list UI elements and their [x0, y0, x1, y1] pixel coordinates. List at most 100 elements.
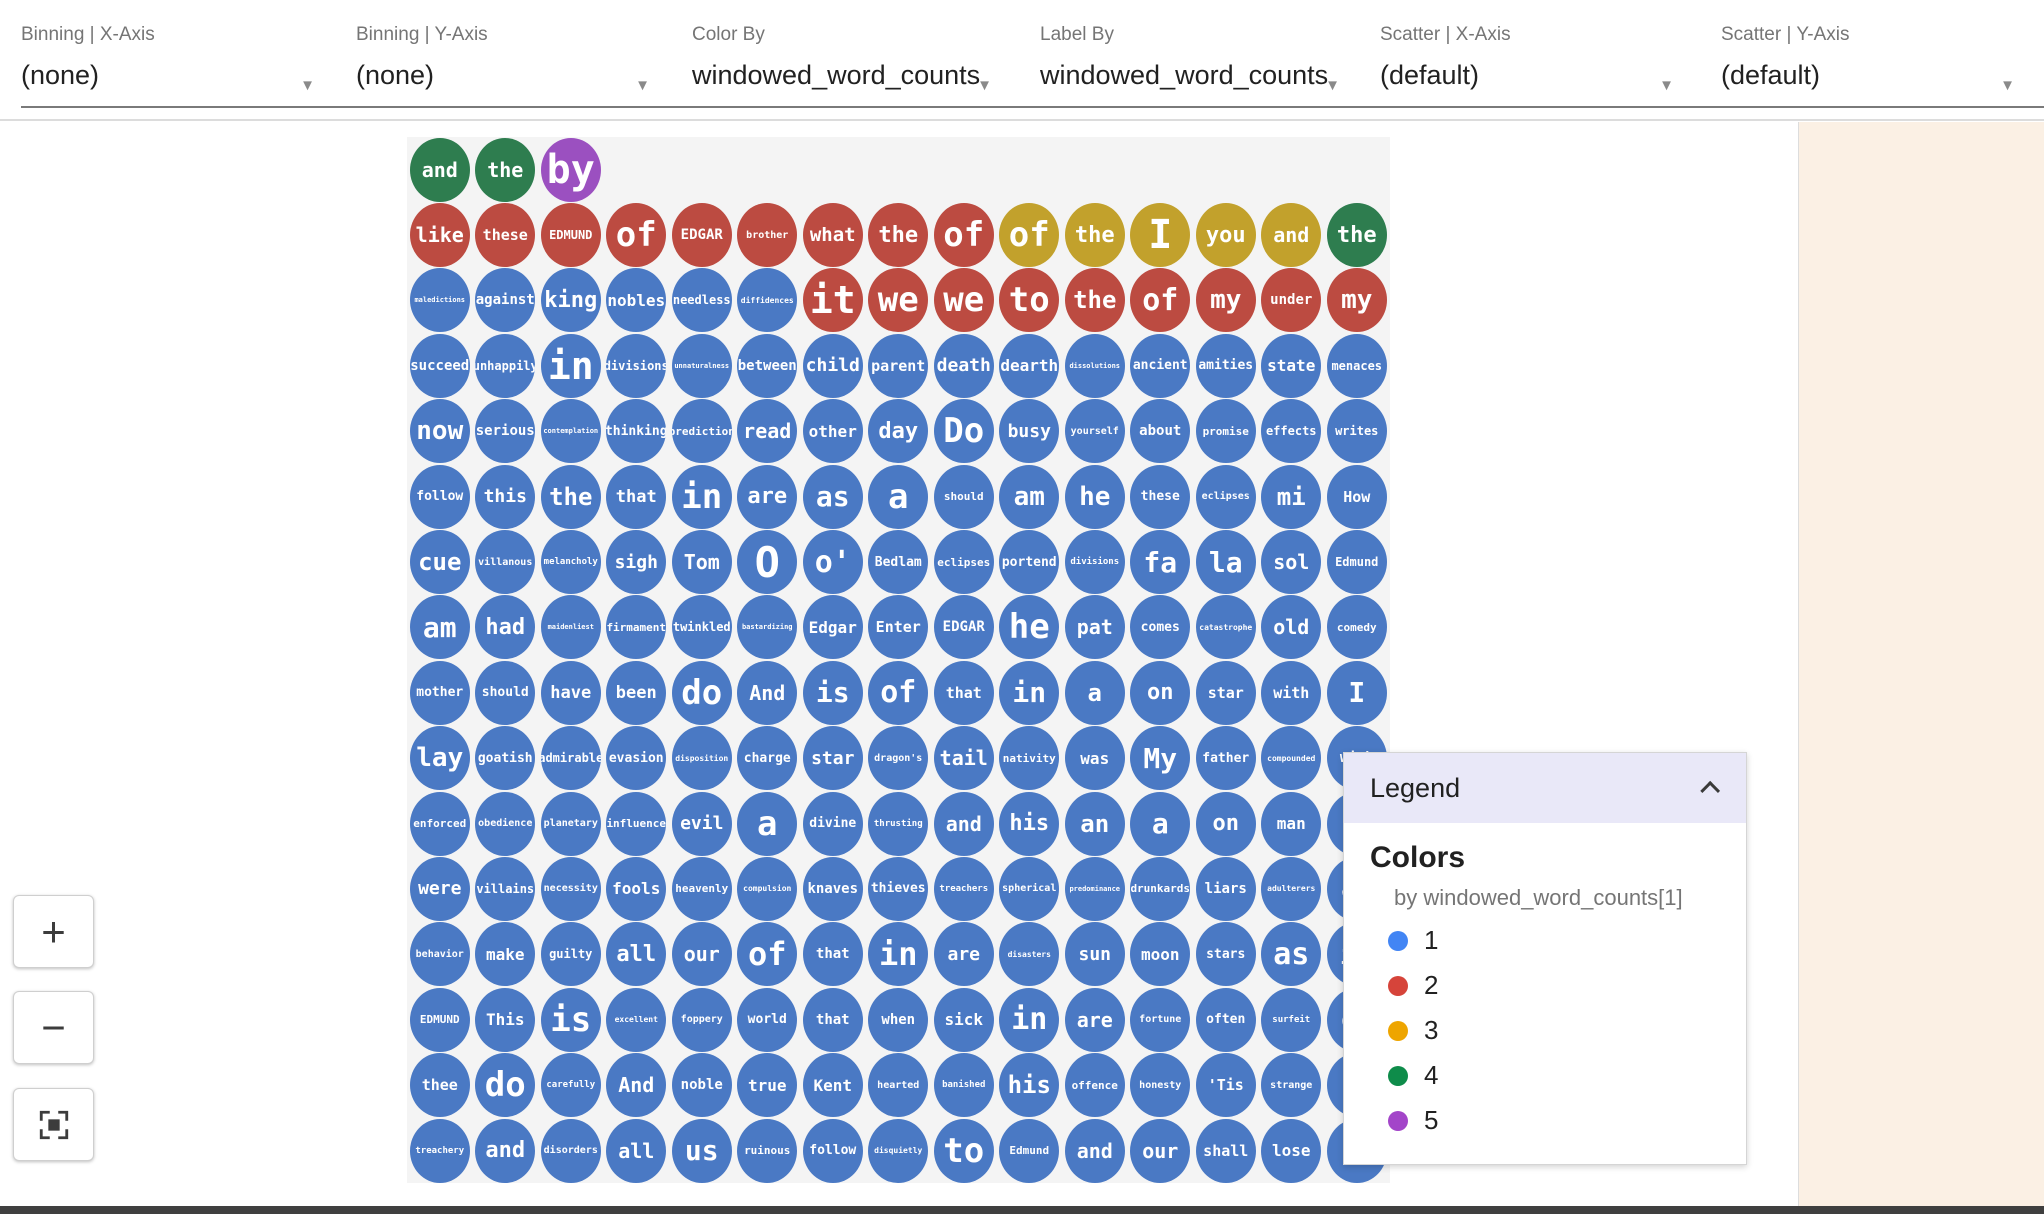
word-bubble[interactable]: been [606, 660, 667, 725]
word-bubble[interactable]: evasion [606, 726, 667, 791]
word-bubble[interactable]: obedience [475, 791, 536, 856]
word-bubble[interactable]: contemplation [540, 399, 601, 464]
chevron-down-icon[interactable]: ▼ [300, 77, 315, 94]
word-bubble[interactable]: disquietly [868, 1118, 929, 1183]
word-bubble[interactable]: is [802, 660, 863, 725]
word-bubble[interactable]: the [1326, 203, 1387, 268]
word-bubble[interactable]: he [1064, 464, 1125, 529]
word-bubble[interactable]: and [409, 137, 470, 202]
word-bubble[interactable]: when [868, 987, 929, 1052]
word-bubble[interactable]: twinkled [671, 595, 732, 660]
word-bubble[interactable]: moon [1130, 922, 1191, 987]
word-bubble[interactable]: were [409, 856, 470, 921]
word-bubble[interactable]: world [737, 987, 798, 1052]
chevron-down-icon[interactable]: ▼ [1659, 77, 1674, 94]
word-bubble[interactable]: he [999, 595, 1060, 660]
word-bubble[interactable]: dragon's [868, 726, 929, 791]
word-bubble[interactable]: melancholy [540, 530, 601, 595]
word-bubble[interactable]: Tom [671, 530, 732, 595]
word-bubble[interactable]: between [737, 333, 798, 398]
word-bubble[interactable]: us [671, 1118, 732, 1183]
dropdown-value[interactable]: (default) [1721, 60, 1821, 90]
word-bubble[interactable]: that [606, 464, 667, 529]
word-bubble[interactable]: necessity [540, 856, 601, 921]
word-bubble[interactable]: EDMUND [409, 987, 470, 1052]
word-bubble[interactable]: surfeit [1261, 987, 1322, 1052]
word-bubble[interactable]: thinking [606, 399, 667, 464]
word-bubble[interactable]: diffidences [737, 268, 798, 333]
word-bubble[interactable]: child [802, 333, 863, 398]
word-bubble[interactable]: Bedlam [868, 530, 929, 595]
word-bubble[interactable]: mother [409, 660, 470, 725]
chevron-up-icon[interactable] [1700, 780, 1721, 801]
word-bubble[interactable]: that [802, 987, 863, 1052]
word-bubble[interactable]: My [1130, 726, 1191, 791]
word-bubble[interactable]: la [1195, 530, 1256, 595]
word-bubble[interactable]: day [868, 399, 929, 464]
word-bubble[interactable]: parent [868, 333, 929, 398]
word-bubble[interactable]: comedy [1326, 595, 1387, 660]
word-bubble[interactable]: you [1195, 203, 1256, 268]
zoom-in-button[interactable]: + [13, 895, 94, 968]
word-bubble[interactable]: honesty [1130, 1053, 1191, 1118]
word-bubble[interactable]: are [933, 922, 994, 987]
word-bubble[interactable]: old [1261, 595, 1322, 660]
word-bubble[interactable]: a [868, 464, 929, 529]
word-bubble[interactable]: with [1261, 660, 1322, 725]
word-bubble[interactable]: his [999, 1053, 1060, 1118]
word-bubble[interactable]: evil [671, 791, 732, 856]
word-bubble[interactable]: and [1261, 203, 1322, 268]
word-bubble[interactable]: divine [802, 791, 863, 856]
word-bubble[interactable]: excellent [606, 987, 667, 1052]
dropdown-value[interactable]: (none) [356, 60, 435, 90]
word-bubble[interactable]: that [802, 922, 863, 987]
word-bubble[interactable]: the [1064, 268, 1125, 333]
word-bubble[interactable]: firmament [606, 595, 667, 660]
word-bubble[interactable]: villanous [475, 530, 536, 595]
word-bubble[interactable]: heavenly [671, 856, 732, 921]
word-bubble[interactable]: of [737, 922, 798, 987]
word-bubble[interactable]: had [475, 595, 536, 660]
word-bubble[interactable]: 'Tis [1195, 1053, 1256, 1118]
word-bubble[interactable]: villains [475, 856, 536, 921]
word-bubble[interactable]: my [1195, 268, 1256, 333]
word-bubble[interactable]: the [540, 464, 601, 529]
word-bubble[interactable]: yourself [1064, 399, 1125, 464]
word-bubble[interactable]: follow [802, 1118, 863, 1183]
word-bubble[interactable]: noble [671, 1053, 732, 1118]
word-bubble[interactable]: charge [737, 726, 798, 791]
word-bubble[interactable]: fools [606, 856, 667, 921]
word-bubble[interactable]: eclipses [1195, 464, 1256, 529]
word-bubble[interactable]: follow [409, 464, 470, 529]
word-bubble[interactable]: promise [1195, 399, 1256, 464]
word-bubble[interactable]: predominance [1064, 856, 1125, 921]
word-bubble[interactable]: our [671, 922, 732, 987]
dropdown-scatter-y-axis[interactable]: Scatter | Y-Axis(default)▼ [1721, 24, 2044, 108]
word-bubble[interactable]: star [802, 726, 863, 791]
word-bubble[interactable]: to [933, 1118, 994, 1183]
word-bubble[interactable]: lay [409, 726, 470, 791]
word-bubble[interactable]: death [933, 333, 994, 398]
word-bubble[interactable]: and [933, 791, 994, 856]
word-bubble[interactable]: banished [933, 1053, 994, 1118]
word-bubble[interactable]: state [1261, 333, 1322, 398]
word-bubble[interactable]: shall [1195, 1118, 1256, 1183]
word-bubble[interactable]: like [409, 203, 470, 268]
word-bubble[interactable]: EDGAR [933, 595, 994, 660]
word-bubble[interactable]: brother [737, 203, 798, 268]
word-bubble[interactable]: on [1130, 660, 1191, 725]
word-bubble[interactable]: Enter [868, 595, 929, 660]
word-bubble[interactable]: often [1195, 987, 1256, 1052]
word-bubble[interactable]: planetary [540, 791, 601, 856]
word-bubble[interactable]: other [802, 399, 863, 464]
dropdown-binning-x-axis[interactable]: Binning | X-Axis(none)▼ [21, 24, 381, 108]
word-bubble[interactable]: amities [1195, 333, 1256, 398]
word-bubble[interactable]: of [999, 203, 1060, 268]
word-bubble[interactable]: cue [409, 530, 470, 595]
word-bubble[interactable]: dearth [999, 333, 1060, 398]
dropdown-binning-y-axis[interactable]: Binning | Y-Axis(none)▼ [356, 24, 716, 108]
word-bubble[interactable]: foppery [671, 987, 732, 1052]
word-bubble[interactable]: a [1130, 791, 1191, 856]
word-bubble[interactable]: the [1064, 203, 1125, 268]
